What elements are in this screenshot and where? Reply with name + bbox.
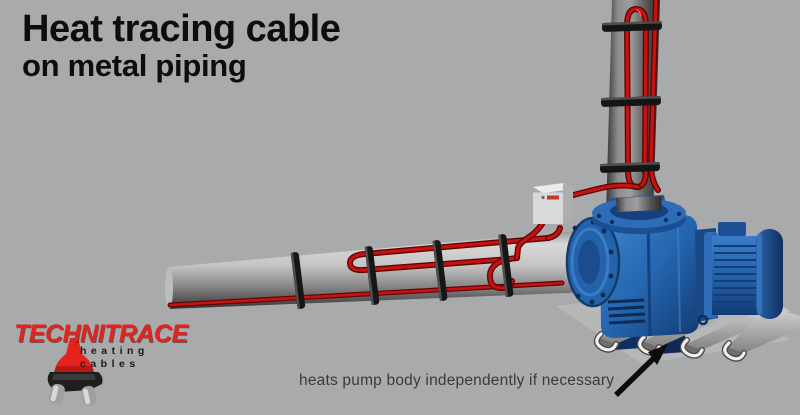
title-line-1: Heat tracing cable [22,8,341,50]
pipe-stub [616,196,662,212]
annotation-arrow [614,344,668,397]
cable-splice-logo-icon [47,338,103,407]
tagline-word-1: heating [80,345,149,357]
motor [697,222,783,326]
suction-flange [565,216,621,308]
technitrace-logo: TECHNITRACE heating cables [10,316,200,411]
horizontal-pipe-clamps [290,234,514,310]
casing-vents [607,298,646,325]
heat-cable-horizontal [167,225,565,308]
vertical-pipe-clamps [599,20,663,173]
brand-name: TECHNITRACE [14,320,188,348]
junction-box [514,182,641,261]
pump-assembly [565,195,783,338]
brand-tagline: heating cables [80,345,149,371]
tagline-word-2: cables [80,358,140,371]
title-line-2: on metal piping [22,47,247,83]
page-title: Heat tracing cable on metal piping [22,8,341,83]
annotation-text: heats pump body independently if necessa… [299,372,615,389]
